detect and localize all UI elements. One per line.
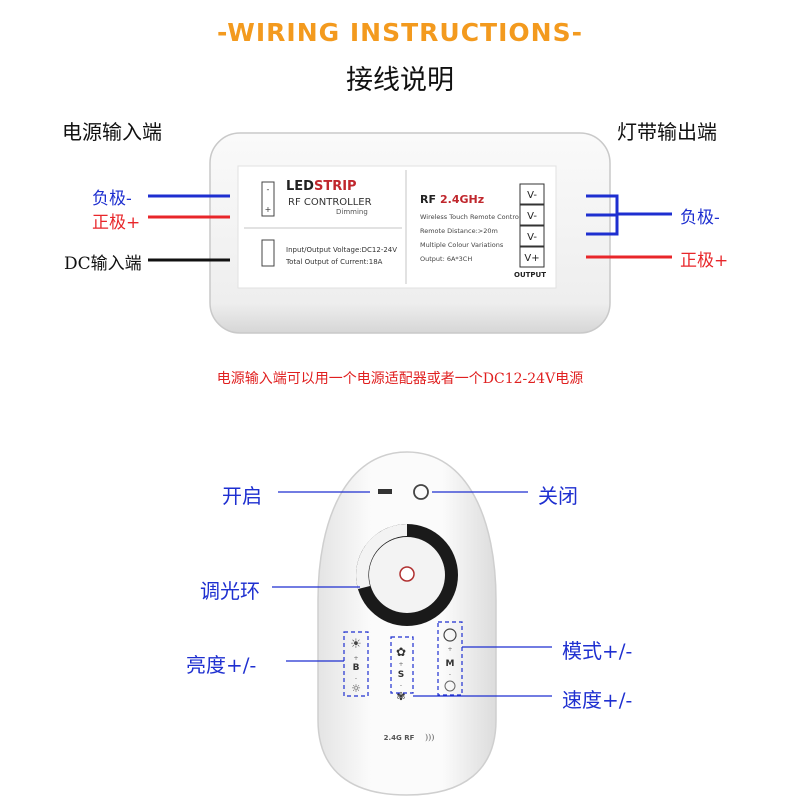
- dc-input-label: DC输入端: [64, 254, 142, 274]
- output-terminals: V- V- V- V+: [519, 183, 545, 268]
- power-note: 电源输入端可以用一个电源适配器或者一个DC12-24V电源: [216, 371, 584, 387]
- rf-prefix: RF: [420, 193, 436, 206]
- input-side-label: 电源输入端: [62, 120, 162, 144]
- rf-line-2: Remote Distance:>20m: [420, 227, 498, 235]
- brand-led: LED: [286, 179, 314, 194]
- speed-s: S: [398, 670, 404, 680]
- rf-line-3: Multiple Colour Variations: [420, 241, 504, 249]
- dimmer-ring[interactable]: [356, 524, 458, 626]
- speed-highlight-box: [390, 636, 414, 694]
- brightness-highlight-box: [343, 631, 369, 697]
- mode-icon-plus: [443, 628, 457, 642]
- on-button[interactable]: [378, 489, 392, 494]
- mode-plus: +: [447, 646, 452, 653]
- off-button[interactable]: [413, 484, 429, 500]
- sun-icon-minus: ☼: [351, 682, 361, 695]
- terminal-v-pos: V+: [524, 253, 539, 264]
- label-dimmer-ring: 调光环: [200, 579, 260, 603]
- label-speed: 速度+/-: [562, 688, 633, 712]
- center-button[interactable]: [399, 566, 415, 582]
- speed-plus: +: [398, 661, 403, 668]
- rf-frequency: 2.4GHz: [440, 193, 484, 206]
- input-connector-top: [261, 181, 275, 217]
- speed-icon-minus: ✾: [396, 690, 405, 703]
- remote-footer-logo: 2.4G RF: [384, 734, 415, 742]
- small-pos-mark: +: [265, 205, 272, 214]
- input-negative-label: 负极-: [92, 189, 132, 209]
- small-neg-mark: -: [267, 185, 270, 194]
- rf-line-4: Output: 6A*3CH: [420, 255, 472, 263]
- controller-label-panel: [237, 165, 557, 289]
- wireless-signal-icon: ))): [425, 733, 434, 742]
- brand-dimming: Dimming: [336, 208, 368, 216]
- speed-minus: -: [400, 682, 402, 689]
- brightness-plus: +: [353, 655, 358, 662]
- output-negative-wires: [586, 194, 672, 236]
- remote-body: [317, 451, 497, 796]
- title-chinese: 接线说明: [346, 65, 454, 96]
- label-off: 关闭: [538, 484, 578, 508]
- brightness-b: B: [353, 663, 360, 673]
- mode-highlight-box: [437, 621, 463, 696]
- terminal-v-neg-2: V-: [527, 211, 537, 222]
- input-positive-label: 正极+: [92, 213, 141, 233]
- brightness-button-group[interactable]: ☀ + B - ☼: [350, 637, 362, 695]
- label-on: 开启: [222, 484, 262, 508]
- output-label: OUTPUT: [514, 271, 546, 279]
- rf-title: RF 2.4GHz: [420, 193, 484, 206]
- speed-button-group[interactable]: ✿ + S - ✾: [396, 645, 406, 703]
- speed-icon-plus: ✿: [396, 645, 406, 659]
- mode-m: M: [446, 659, 455, 669]
- mode-minus: -: [449, 671, 451, 678]
- brand-logo: LEDSTRIP: [286, 179, 357, 194]
- title-english: -WIRING INSTRUCTIONS-: [217, 18, 583, 47]
- mode-button-group[interactable]: + M -: [443, 628, 457, 692]
- spec-current: Total Output of Current:18A: [285, 258, 383, 266]
- dc-logo: DC: [394, 527, 419, 546]
- rf-line-1: Wireless Touch Remote Control: [420, 213, 521, 221]
- brightness-minus: -: [355, 675, 357, 682]
- controller-diagram: - + LEDSTRIP RF CONTROLLER Dimming Input…: [148, 132, 672, 334]
- terminal-v-neg-1: V-: [527, 190, 537, 201]
- label-mode: 模式+/-: [562, 639, 633, 663]
- spec-voltage: Input/Output Voltage:DC12-24V: [286, 246, 397, 254]
- dimmer-ring-highlight: [356, 524, 407, 589]
- input-connector-bottom: [261, 239, 275, 267]
- output-negative-label: 负极-: [680, 208, 720, 228]
- output-side-label: 灯带输出端: [617, 120, 717, 144]
- label-brightness: 亮度+/-: [186, 653, 257, 677]
- terminal-v-neg-3: V-: [527, 232, 537, 243]
- dimmer-ring-center: [369, 537, 445, 613]
- mode-icon-minus: [444, 680, 456, 692]
- output-positive-label: 正极+: [680, 251, 729, 271]
- brand-subtitle: RF CONTROLLER: [288, 197, 372, 208]
- brand-strip: STRIP: [314, 179, 357, 194]
- sun-icon-plus: ☀: [350, 637, 362, 652]
